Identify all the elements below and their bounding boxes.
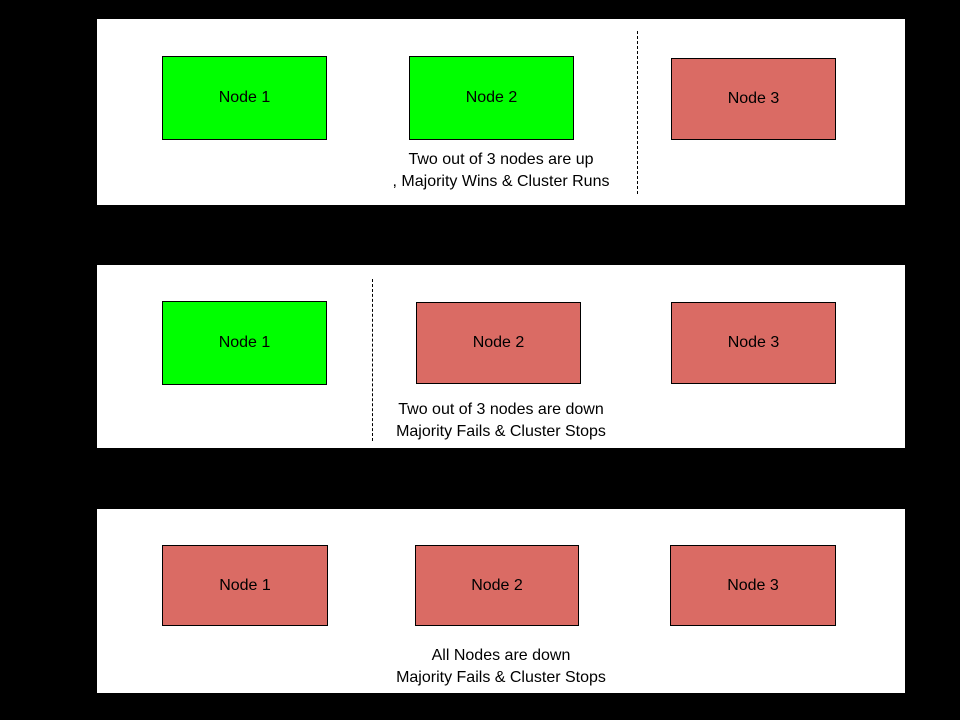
- node-1-label: Node 1: [218, 334, 271, 351]
- caption-line-1: Two out of 3 nodes are up: [408, 151, 594, 168]
- panel-all-nodes-down: Node 1 Node 2 Node 3 All Nodes are down …: [96, 508, 906, 694]
- node-3-box: Node 3: [670, 545, 836, 626]
- node-1-label: Node 1: [218, 89, 271, 106]
- node-3-box: Node 3: [671, 302, 836, 384]
- node-2-label: Node 2: [465, 89, 518, 106]
- node-2-box: Node 2: [409, 56, 574, 140]
- node-3-label: Node 3: [727, 334, 780, 351]
- caption-line-2: Majority Fails & Cluster Stops: [396, 669, 606, 686]
- node-2-box: Node 2: [415, 545, 579, 626]
- node-2-label: Node 2: [471, 576, 523, 594]
- caption-line-2: , Majority Wins & Cluster Runs: [392, 173, 610, 190]
- node-2-box: Node 2: [416, 302, 581, 384]
- panel-two-nodes-down: Node 1 Node 2 Node 3 Two out of 3 nodes …: [96, 264, 906, 449]
- node-1-box: Node 1: [162, 545, 328, 626]
- caption-line-1: All Nodes are down: [431, 647, 571, 664]
- node-1-label: Node 1: [219, 576, 271, 594]
- panel-two-nodes-up: Node 1 Node 2 Node 3 Two out of 3 nodes …: [96, 18, 906, 206]
- node-2-label: Node 2: [472, 334, 525, 351]
- panel-caption: Two out of 3 nodes are down Majority Fai…: [97, 399, 905, 443]
- node-1-box: Node 1: [162, 56, 327, 140]
- caption-line-1: Two out of 3 nodes are down: [398, 401, 604, 418]
- node-3-label: Node 3: [727, 576, 779, 594]
- panel-caption: Two out of 3 nodes are up , Majority Win…: [97, 149, 905, 193]
- caption-line-2: Majority Fails & Cluster Stops: [396, 423, 606, 440]
- node-1-box: Node 1: [162, 301, 327, 385]
- node-3-label: Node 3: [727, 90, 780, 107]
- node-3-box: Node 3: [671, 58, 836, 140]
- panel-caption: All Nodes are down Majority Fails & Clus…: [97, 645, 905, 689]
- partition-divider-line: [637, 31, 638, 194]
- partition-divider-line: [372, 279, 373, 441]
